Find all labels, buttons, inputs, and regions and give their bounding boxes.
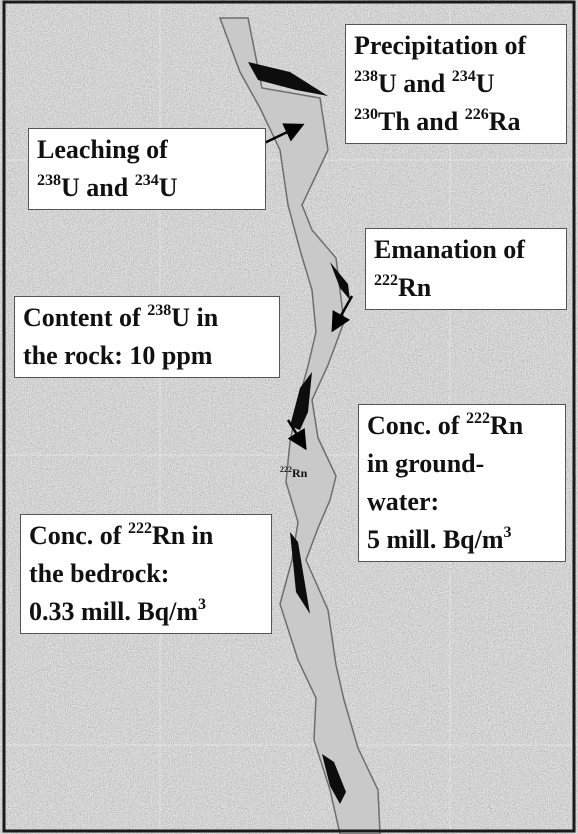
leaching-line-1: Leaching of xyxy=(37,131,257,169)
radon-marker-label: 222Rn xyxy=(280,466,307,481)
element-text: U xyxy=(476,69,495,98)
isotope-mass: 222 xyxy=(466,410,490,427)
isotope-mass: 238 xyxy=(354,68,378,85)
isotope-mass: 222 xyxy=(374,272,398,289)
label-text: U in xyxy=(171,303,218,332)
element-text: U and xyxy=(378,69,445,98)
isotope-mass: 230 xyxy=(354,106,378,123)
groundwater-line-1: Conc. of 222Rn xyxy=(367,407,557,445)
isotope-mass: 234 xyxy=(452,68,476,85)
label-text: Conc. of xyxy=(29,521,121,550)
bedrock-line-1: Conc. of 222Rn in xyxy=(29,517,263,555)
emanation-label: Emanation of 222Rn xyxy=(365,228,567,310)
precipitation-line-3: 230Th and 226Ra xyxy=(354,103,558,141)
bedrock-concentration-label: Conc. of 222Rn in the bedrock: 0.33 mill… xyxy=(20,514,272,634)
groundwater-line-3: water: xyxy=(367,483,557,521)
isotope-mass: 222 xyxy=(128,520,152,537)
emanation-line-2: 222Rn xyxy=(374,269,558,307)
isotope-mass: 238 xyxy=(147,302,171,319)
groundwater-line-2: in ground- xyxy=(367,445,557,483)
uranium-content-line-1: Content of 238U in xyxy=(23,299,271,337)
unit-exponent: 3 xyxy=(198,596,206,613)
element-text: U and xyxy=(61,173,128,202)
groundwater-concentration-label: Conc. of 222Rn in ground- water: 5 mill.… xyxy=(358,404,566,562)
isotope-mass: 222 xyxy=(280,465,292,474)
element-text: U xyxy=(159,173,178,202)
groundwater-line-4: 5 mill. Bq/m3 xyxy=(367,521,557,559)
isotope-mass: 226 xyxy=(465,106,489,123)
label-text: Conc. of xyxy=(367,411,459,440)
bedrock-line-3: 0.33 mill. Bq/m3 xyxy=(29,593,263,631)
uranium-content-line-2: the rock: 10 ppm xyxy=(23,337,271,375)
element-text: Ra xyxy=(489,107,521,136)
uranium-content-label: Content of 238U in the rock: 10 ppm xyxy=(14,296,280,378)
precipitation-line-2: 238U and 234U xyxy=(354,65,558,103)
element-text: Rn xyxy=(292,466,307,480)
isotope-mass: 234 xyxy=(135,172,159,189)
bedrock-line-2: the bedrock: xyxy=(29,555,263,593)
leaching-label: Leaching of 238U and 234U xyxy=(28,128,266,210)
label-text: 0.33 mill. Bq/m xyxy=(29,597,198,626)
emanation-line-1: Emanation of xyxy=(374,231,558,269)
precipitation-label: Precipitation of 238U and 234U 230Th and… xyxy=(345,24,567,144)
isotope-mass: 238 xyxy=(37,172,61,189)
unit-exponent: 3 xyxy=(504,524,512,541)
label-text: 5 mill. Bq/m xyxy=(367,525,504,554)
label-text: Rn in xyxy=(152,521,213,550)
element-text: Rn xyxy=(398,273,431,302)
precipitation-line-1: Precipitation of xyxy=(354,27,558,65)
element-text: Th and xyxy=(378,107,458,136)
leaching-line-2: 238U and 234U xyxy=(37,169,257,207)
label-text: Content of xyxy=(23,303,141,332)
label-text: Rn xyxy=(490,411,523,440)
